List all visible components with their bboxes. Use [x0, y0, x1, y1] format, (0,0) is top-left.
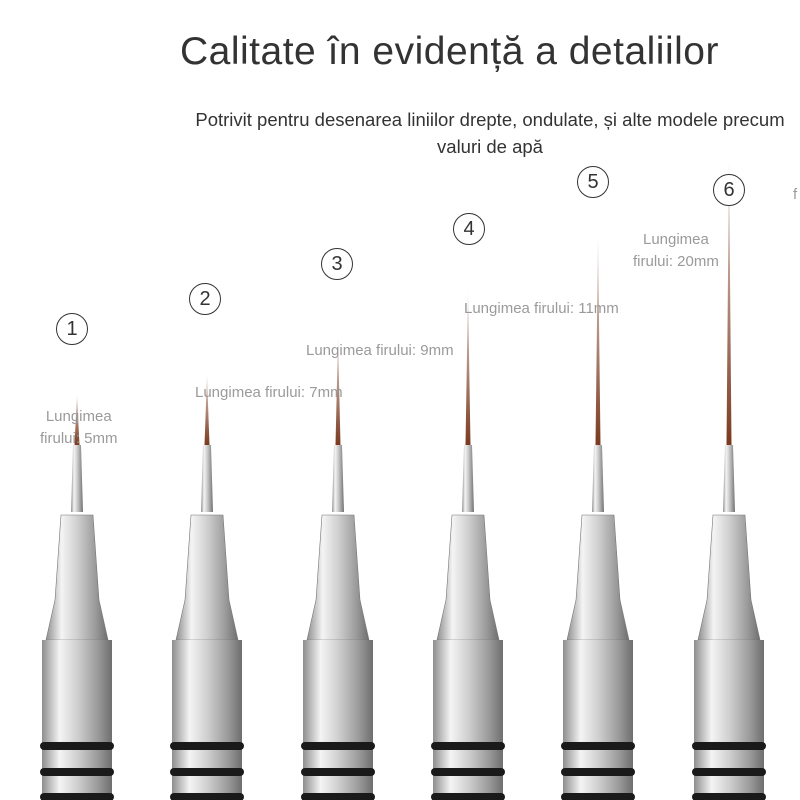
needle-shaft	[201, 445, 213, 512]
page-title: Calitate în evidență a detaliilor	[180, 30, 719, 73]
brush-5	[561, 238, 635, 800]
brush-number-4: 4	[453, 213, 485, 245]
handle-ring	[561, 768, 635, 776]
bristle-length-label-2: Lungimea firului: 7mm	[195, 384, 343, 401]
bristle	[465, 292, 471, 445]
bristle-length-label-3: Lungimea firului: 9mm	[306, 342, 454, 359]
ferrule-cone	[566, 514, 630, 641]
handle-ring	[40, 793, 114, 800]
brush-2	[170, 375, 244, 800]
brush-3	[301, 338, 375, 800]
brush-number-1: 1	[56, 313, 88, 345]
handle-ring	[561, 793, 635, 800]
handle-ring	[301, 742, 375, 750]
label-line: firului: 5mm	[40, 430, 118, 447]
ferrule-cone	[45, 514, 109, 641]
handle-ring	[40, 742, 114, 750]
needle-shaft	[592, 445, 604, 512]
needle-shaft	[71, 445, 83, 512]
label-line: Lungimea	[642, 231, 709, 248]
bristle-length-label-4: Lungimea firului: 11mm	[464, 300, 619, 317]
cropped-text-fragment: f	[793, 186, 798, 203]
bristle-length-label-5: Lungimea firului: 20mm	[633, 229, 719, 273]
handle-ring	[431, 742, 505, 750]
brush-4	[431, 292, 505, 800]
ferrule-cone	[306, 514, 370, 641]
handle-ring	[692, 768, 766, 776]
handle-ring	[170, 793, 244, 800]
bristle	[74, 395, 80, 445]
handle-ring	[561, 742, 635, 750]
handle-ring	[40, 768, 114, 776]
handle-ring	[692, 742, 766, 750]
brush-1	[40, 395, 114, 800]
bristle	[595, 238, 601, 445]
handle-ring	[170, 768, 244, 776]
subtitle: Potrivit pentru desenarea liniilor drept…	[195, 109, 785, 157]
bristle	[335, 338, 341, 445]
label-line: firului: 20mm	[633, 253, 719, 270]
needle-shaft	[332, 445, 344, 512]
needle-shaft	[723, 445, 735, 512]
handle-ring	[170, 742, 244, 750]
brush-number-3: 3	[321, 248, 353, 280]
bristle	[726, 160, 732, 445]
handle-ring	[301, 793, 375, 800]
brush-number-2: 2	[189, 283, 221, 315]
brush-number-6: 6	[713, 174, 745, 206]
ferrule-cone	[436, 514, 500, 641]
handle-ring	[431, 793, 505, 800]
handle-ring	[431, 768, 505, 776]
ferrule-cone	[697, 514, 761, 641]
brush-number-5: 5	[577, 166, 609, 198]
bristle	[204, 375, 210, 445]
handle-ring	[692, 793, 766, 800]
handle-ring	[301, 768, 375, 776]
label-line: Lungimea	[45, 408, 112, 425]
bristle-length-label-1: Lungimea firului: 5mm	[40, 406, 118, 450]
ferrule-cone	[175, 514, 239, 641]
needle-shaft	[462, 445, 474, 512]
brush-6	[692, 160, 766, 800]
